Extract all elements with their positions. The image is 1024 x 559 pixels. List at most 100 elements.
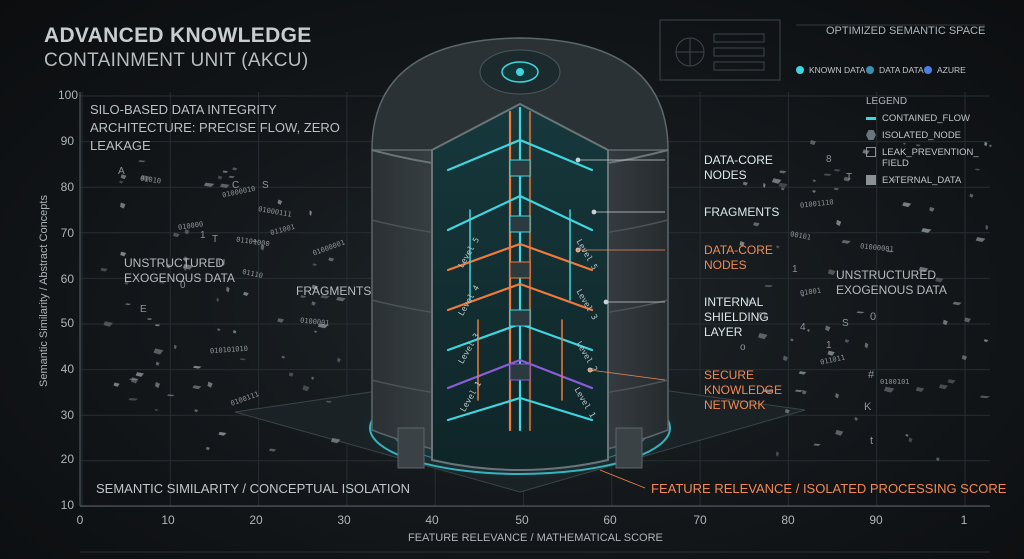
data-shard [113, 382, 120, 387]
data-shard [936, 457, 940, 462]
data-shard [776, 245, 780, 249]
data-shard [812, 179, 817, 182]
data-shard [173, 232, 180, 238]
glyph: T [212, 234, 219, 245]
flow-line-icon [866, 117, 876, 120]
data-shard [961, 355, 968, 361]
data-shard [979, 395, 991, 399]
data-shard [836, 219, 842, 227]
data-shard [166, 263, 171, 269]
data-shard [337, 357, 341, 363]
glyph: A [118, 166, 125, 177]
key-label: DATA DATA [879, 65, 924, 75]
data-shard [903, 142, 906, 145]
data-shard [758, 332, 768, 340]
y-axis-label: Semantic Similarity / Abstract Concepts [37, 195, 50, 387]
data-shard [864, 342, 869, 349]
data-shard [902, 202, 912, 208]
data-shard [155, 381, 161, 389]
x-axis-label: FEATURE RELEVANCE / MATHEMATICAL SCORE [408, 532, 663, 544]
y-tick: 90 [60, 134, 74, 148]
key-data-data: DATA DATA [866, 65, 924, 75]
data-shard [825, 325, 831, 332]
data-shard [812, 189, 816, 193]
data-shard [336, 296, 346, 302]
callout-data-core-nodes-orange: DATA-CORE NODES [704, 243, 773, 272]
data-shard [184, 256, 188, 263]
data-shard [771, 178, 782, 184]
data-shard [330, 438, 341, 444]
data-shard [938, 384, 948, 390]
data-shard [239, 358, 247, 361]
data-shard [103, 321, 113, 327]
glyph: 4 [800, 322, 806, 333]
data-shard [277, 199, 283, 205]
y-tick: 10 [60, 498, 74, 512]
data-shard [288, 372, 294, 377]
data-shard [908, 437, 913, 443]
data-shard [243, 291, 249, 297]
data-shard [232, 167, 238, 171]
data-shard [159, 280, 166, 284]
left-unstructured-label: UNSTRUCTURED EXOGENOUS DATA [124, 256, 235, 285]
data-shard [918, 266, 929, 273]
data-shard [302, 385, 310, 392]
glyph: t [870, 435, 874, 447]
data-shard [217, 175, 223, 180]
subtitle: SILO-BASED DATA INTEGRITY ARCHITECTURE: … [90, 102, 340, 153]
data-shard [833, 168, 841, 172]
legend-title: LEGEND [866, 96, 908, 107]
data-shard [219, 183, 230, 189]
data-shard [935, 277, 944, 283]
hexagon-icon [866, 130, 876, 140]
data-shard [277, 318, 285, 323]
data-shard [916, 144, 921, 147]
key-label: KNOWN DATA [809, 65, 866, 75]
data-shard [203, 182, 215, 187]
data-shard [119, 180, 124, 184]
field-square-icon [866, 147, 876, 157]
glyph: T [846, 172, 853, 183]
data-shard [784, 408, 790, 414]
legend-item-external-data: EXTERNAL_DATA [866, 175, 974, 186]
data-shard [827, 269, 836, 276]
data-shard [854, 417, 858, 422]
data-shard [883, 386, 895, 393]
x-tick: 40 [425, 513, 439, 527]
data-shard [891, 178, 897, 182]
data-shard [844, 339, 850, 343]
y-tick: 80 [60, 180, 74, 194]
data-shard [856, 311, 865, 314]
data-shard [130, 377, 139, 384]
bottom-right-leader [599, 469, 646, 489]
data-shard [764, 285, 774, 287]
top-right-caption: OPTIMIZED SEMANTIC SPACE [826, 25, 986, 37]
glyph: 0 [180, 280, 186, 291]
data-shard [794, 389, 804, 393]
data-shard [798, 371, 807, 375]
data-data-dot-icon [866, 66, 874, 74]
data-shard [128, 397, 139, 401]
data-shard [154, 409, 159, 411]
data-shard [218, 431, 227, 436]
glyph: 1 [200, 230, 206, 241]
data-shard [807, 329, 810, 332]
glyph: 1 [826, 340, 832, 351]
page-title-line-2: CONTAINMENT UNIT (AKCU) [44, 50, 309, 71]
azure-dot-icon [924, 66, 932, 74]
legend-item-contained-flow: CONTAINED_FLOW [866, 113, 974, 124]
data-shard [312, 263, 317, 267]
external-data-shards [100, 140, 992, 462]
callout-data-core-nodes: DATA-CORE NODES [704, 153, 773, 182]
data-shard [964, 317, 971, 323]
data-shard [124, 281, 129, 285]
data-shard [268, 448, 277, 452]
data-shard [135, 372, 144, 377]
data-shard [100, 267, 108, 272]
legend-label: EXTERNAL_DATA [882, 175, 962, 186]
bottom-left-caption: SEMANTIC SIMILARITY / CONCEPTUAL ISOLATI… [96, 481, 410, 496]
data-shard [260, 244, 265, 251]
x-tick: 80 [781, 513, 795, 527]
callout-leaders [575, 157, 666, 381]
legend-label: ISOLATED_NODE [882, 130, 962, 141]
